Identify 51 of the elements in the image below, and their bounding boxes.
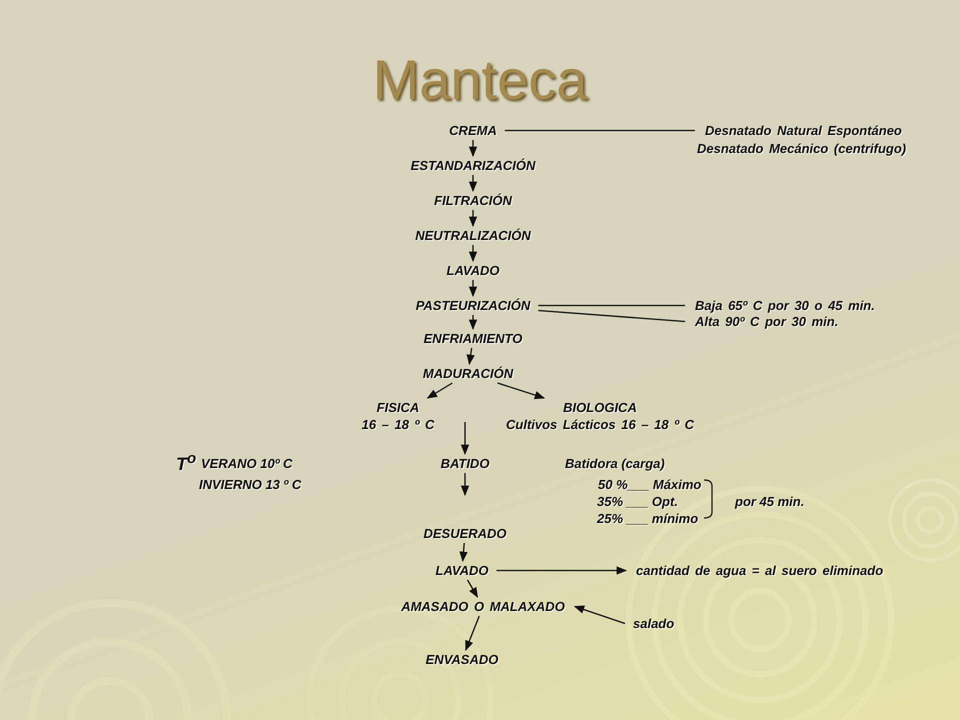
arrow [574,606,626,624]
step-label: BATIDO [440,455,490,472]
step-label: Baja 65º C por 30 o 45 min. [695,297,875,314]
step-label: CREMA [449,122,497,139]
connector-line [538,310,686,322]
arrow [468,175,478,192]
arrow [466,348,475,366]
arrow [497,382,546,400]
arrow [460,473,470,496]
title: Manteca [372,52,588,108]
step-label: LAVADO [446,262,500,279]
step-label: cantidad de agua = al suero eliminado [636,562,884,579]
step-label: FILTRACIÓN [434,192,512,209]
note-text: T$^{o}$ [176,450,196,473]
step-label: NEUTRALIZACIÓN [415,227,531,244]
note-text: INVIERNO 13 º C [199,476,302,493]
arrow [468,210,478,228]
note-text: Batidora (carga) [565,455,665,472]
note-text: por 45 min. [735,493,804,510]
step-label: Desnatado Natural Espontáneo [705,122,902,139]
step-label: LAVADO [436,562,488,579]
arrow [466,580,478,598]
note-text: VERANO 10º C [201,455,292,472]
note-text: 50 %___ Máximo [598,476,702,493]
step-label: FISICA [376,399,420,416]
arrow [496,566,628,575]
step-label: AMASADO O MALAXADO [401,598,565,615]
connector-line [504,130,695,132]
step-note: Cultivos Lácticos 16 – 18 º C [506,416,694,433]
step-label: salado [633,615,674,632]
step-label: ENFRIAMIENTO [424,330,522,347]
arrow [459,542,468,562]
arrow [468,245,478,262]
step-label: ENVASADO [426,651,498,668]
arrow [460,422,470,456]
step-label: Alta 90º C por 30 min. [695,313,838,330]
step-label: PASTEURIZACIÓN [416,297,530,314]
step-label: Desnatado Mecánico (centrifugo) [697,140,906,157]
step-note: 16 – 18 º C [362,416,434,433]
step-label: MADURACIÓN [422,365,514,382]
arrow [426,382,453,399]
step-label: ESTANDARIZACIÓN [410,157,536,174]
note-text: 35% ___ Opt. [597,493,678,510]
arrow [468,280,478,298]
step-label: DESUERADO [423,525,507,542]
arrow [468,315,478,330]
connector-line [538,304,685,306]
step-label: BIOLOGICA [563,399,637,416]
note-text: 25% ___ mínimo [597,510,698,527]
arrow [465,616,480,651]
arrow [468,140,478,158]
